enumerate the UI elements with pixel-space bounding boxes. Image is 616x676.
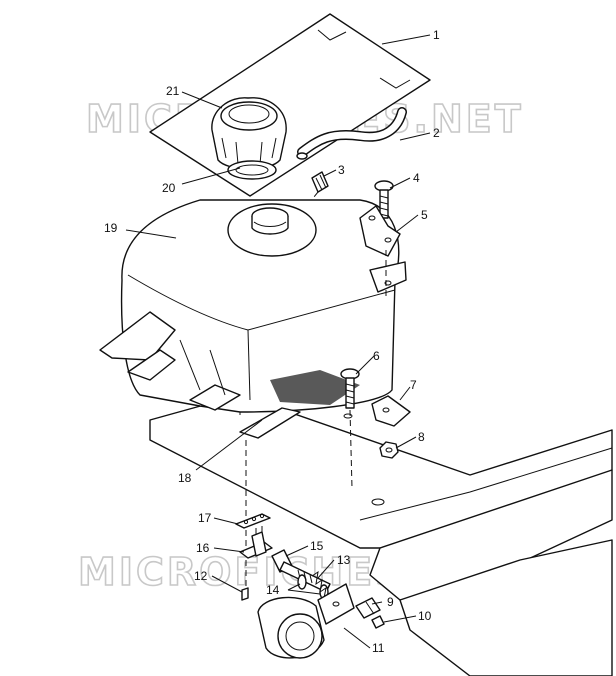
callout-labels: 1 2 3 4 5 6 7 8 9 10 11 12 13 14 15 16 1…: [104, 28, 440, 655]
callout-20: 20: [162, 181, 176, 195]
callout-11: 11: [372, 641, 385, 655]
callout-13: 13: [337, 553, 351, 567]
callout-21: 21: [166, 84, 180, 98]
callout-14: 14: [266, 583, 280, 597]
callout-12: 12: [194, 569, 208, 583]
callout-18: 18: [178, 471, 192, 485]
callout-4: 4: [413, 171, 420, 185]
callout-17: 17: [198, 511, 212, 525]
callout-19: 19: [104, 221, 118, 235]
bolt-lower: [340, 368, 360, 489]
leader-lines: [125, 34, 431, 649]
callout-16: 16: [196, 541, 210, 555]
callout-5: 5: [421, 208, 428, 222]
bolt-upper: [374, 180, 394, 219]
engine-part: [257, 596, 325, 659]
callout-6: 6: [373, 349, 380, 363]
screw: [241, 587, 249, 601]
callout-1: 1: [433, 28, 440, 42]
nut: [379, 441, 399, 459]
fuel-cap: [211, 97, 287, 170]
valve-plate: [235, 513, 271, 529]
callout-8: 8: [418, 430, 425, 444]
cap-gasket: [227, 160, 277, 180]
mount-bracket: [359, 205, 401, 300]
bracket-lower: [343, 395, 411, 427]
callout-15: 15: [310, 539, 324, 553]
fuel-tank: [99, 199, 407, 413]
callout-10: 10: [418, 609, 432, 623]
vent-hose: [296, 107, 407, 160]
spring: [311, 570, 327, 599]
callout-2: 2: [433, 126, 440, 140]
tank-pad: [239, 407, 301, 590]
clamp: [355, 597, 381, 619]
seat-pad-sheet: [149, 13, 431, 197]
fuel-valve: [239, 526, 273, 559]
frame-rails: [149, 394, 613, 676]
clamp-screw: [371, 615, 385, 629]
callout-7: 7: [410, 378, 417, 392]
callout-9: 9: [387, 595, 394, 609]
cable-bracket: [317, 583, 355, 625]
callout-3: 3: [338, 163, 345, 177]
